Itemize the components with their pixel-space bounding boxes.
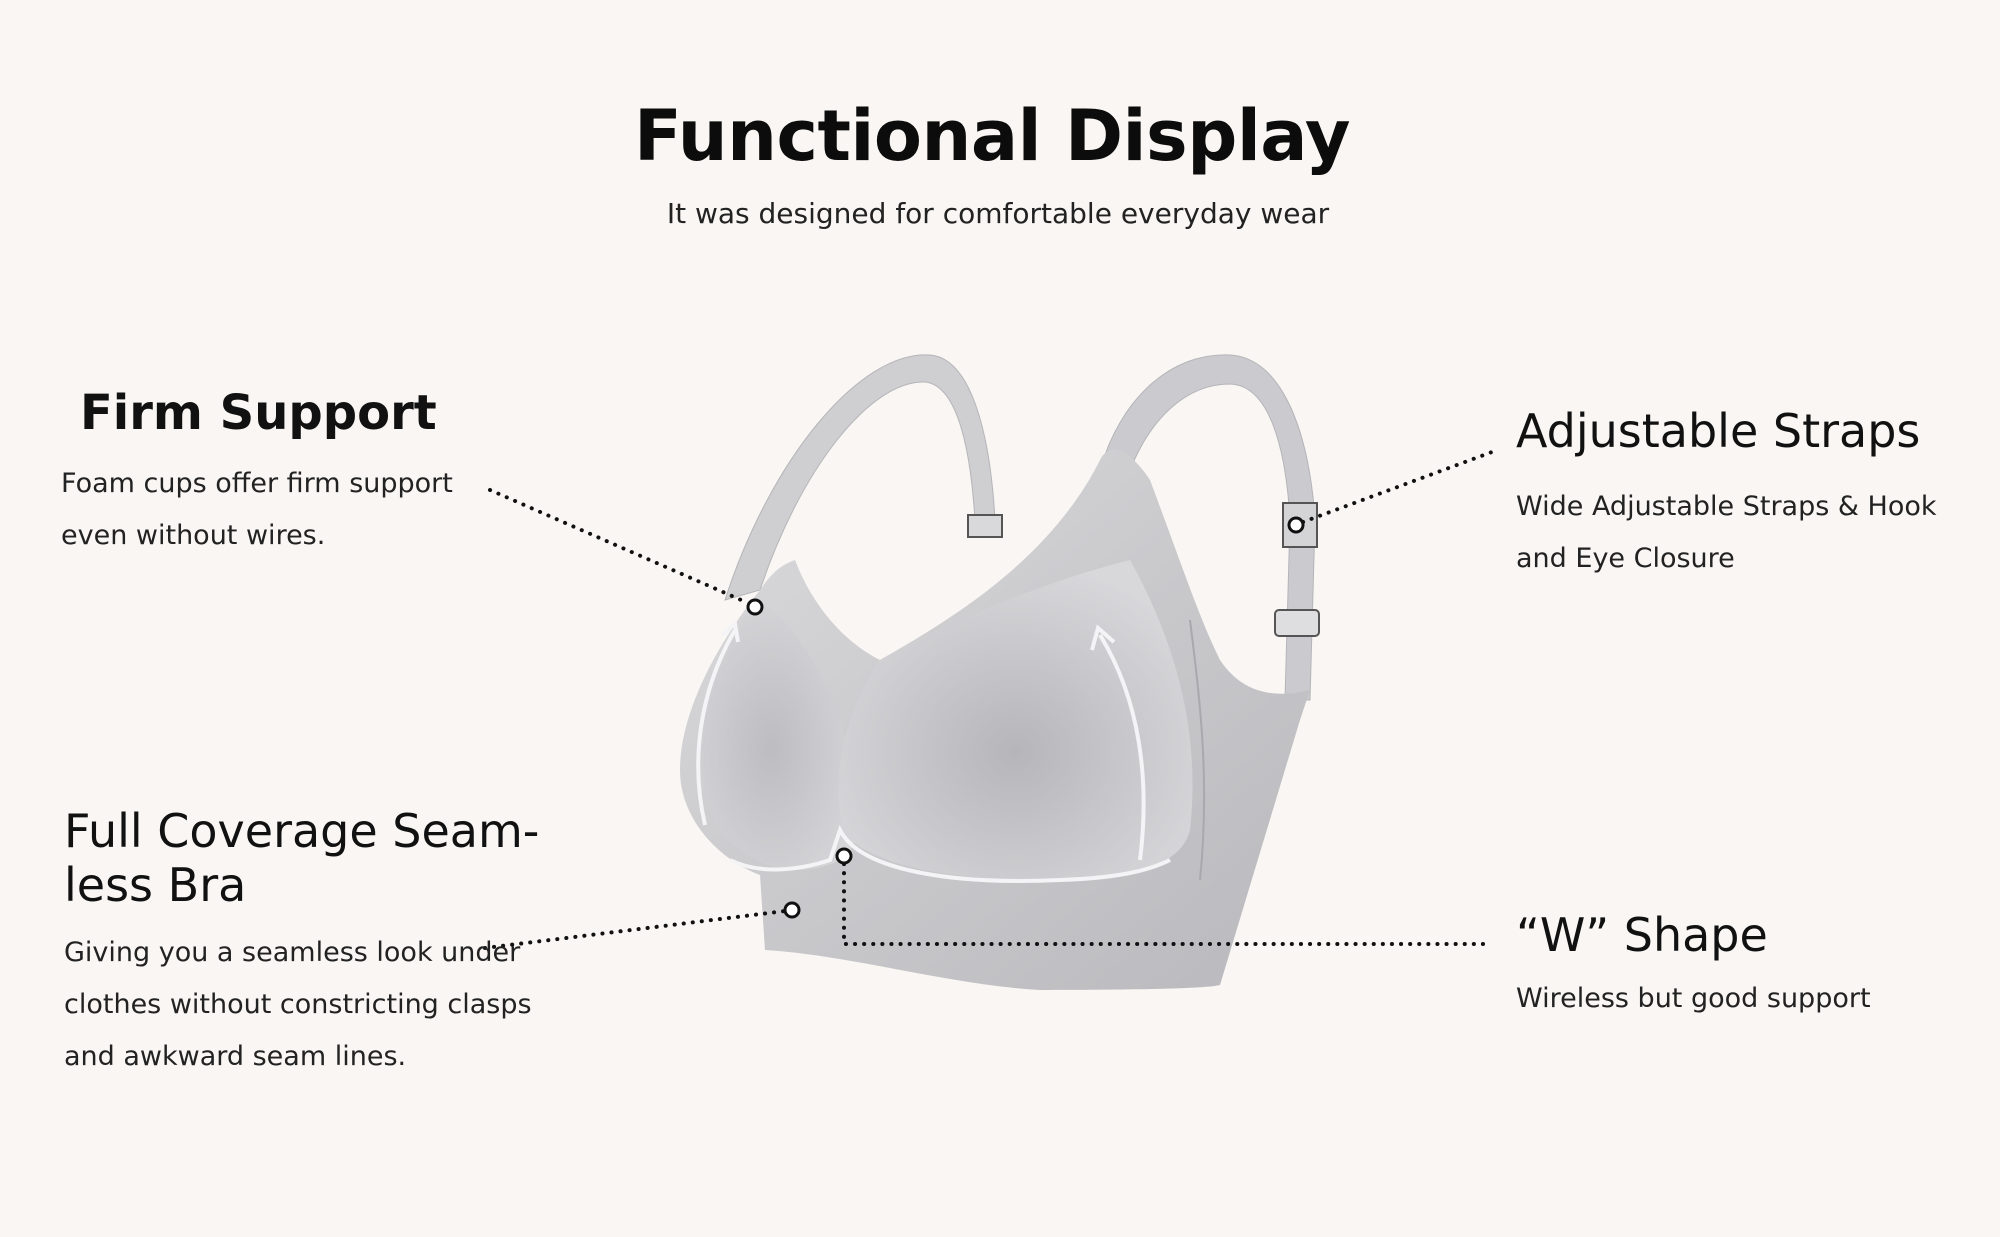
callout-firm-support [488, 488, 750, 605]
right-cup [838, 560, 1193, 880]
callout-w-shape [842, 862, 1487, 946]
feature-description: Wireless but good support [1516, 983, 1871, 1014]
left-strap [724, 354, 996, 601]
feature-title: “W” Shape [1516, 908, 1768, 962]
callout-adjustable-straps [1301, 450, 1494, 524]
callout-marker-w-shape [835, 847, 853, 865]
feature-description: Giving you a seamless look under clothes… [64, 937, 532, 1072]
feature-description: Wide Adjustable Straps & Hook and Eye Cl… [1516, 491, 1937, 574]
feature-title: Adjustable Straps [1516, 404, 1921, 458]
left-cup [699, 600, 860, 870]
callout-marker-adjustable-straps [1287, 516, 1305, 534]
page-title: Functional Display [633, 95, 1351, 177]
feature-title: Full Coverage Seam-less Bra [64, 804, 540, 912]
feature-description: Foam cups offer firm support even withou… [61, 468, 453, 551]
callout-marker-firm-support [746, 598, 764, 616]
page-subtitle: It was designed for comfortable everyday… [666, 197, 1330, 230]
callout-marker-full-coverage [783, 901, 801, 919]
feature-title: Firm Support [80, 385, 437, 441]
